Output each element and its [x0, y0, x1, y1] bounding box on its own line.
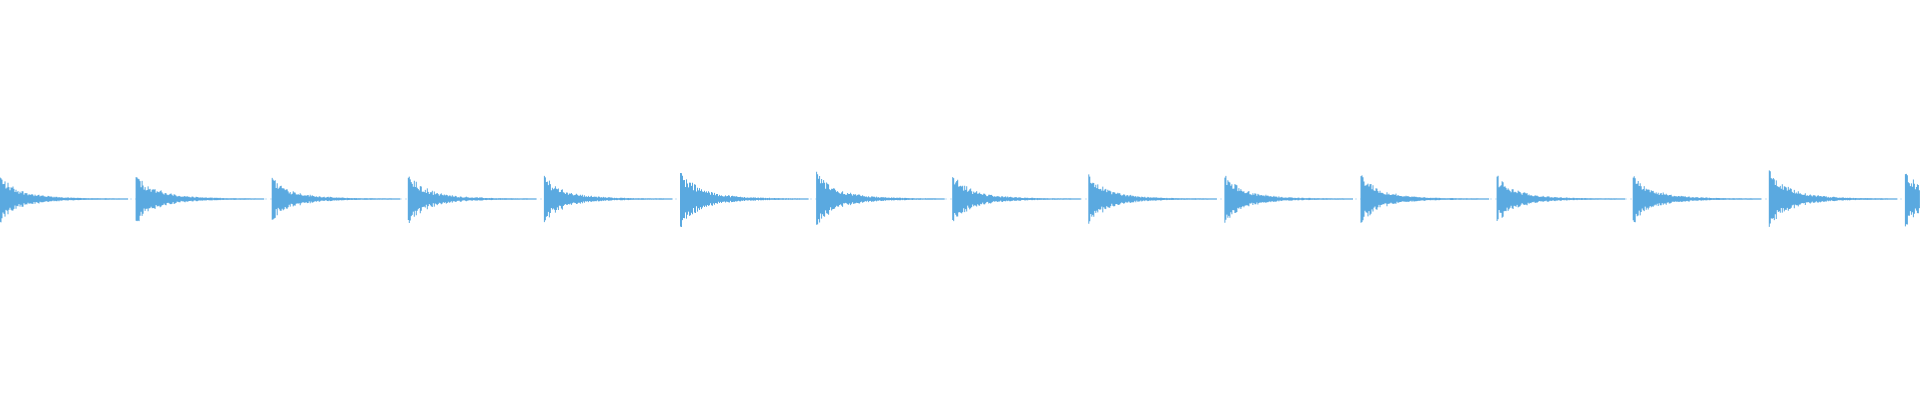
waveform-hit	[680, 173, 809, 227]
waveform-hit	[271, 177, 401, 220]
waveform-hit	[543, 175, 673, 223]
waveform-hit	[952, 177, 1081, 222]
waveform-hit	[0, 177, 129, 223]
waveform-hit	[816, 171, 945, 225]
waveform-hit	[1224, 175, 1353, 223]
waveform-hit-shape	[1496, 175, 1617, 221]
waveform-hit-shape	[816, 171, 937, 225]
waveform-hit	[1632, 176, 1762, 223]
waveform-hit-shape	[680, 173, 800, 227]
waveform-hit-shape	[1904, 173, 1920, 227]
waveform-hit	[1088, 174, 1217, 224]
waveform-hit	[407, 176, 537, 223]
waveform-hit-shape	[0, 177, 120, 223]
waveform-hits	[0, 170, 1920, 227]
waveform-hit	[1904, 173, 1920, 227]
waveform-hit	[1496, 175, 1626, 221]
waveform-hit-shape	[407, 176, 528, 223]
waveform-hit	[1768, 170, 1898, 227]
waveform-hit	[135, 177, 265, 222]
waveform-hit	[1360, 175, 1490, 223]
